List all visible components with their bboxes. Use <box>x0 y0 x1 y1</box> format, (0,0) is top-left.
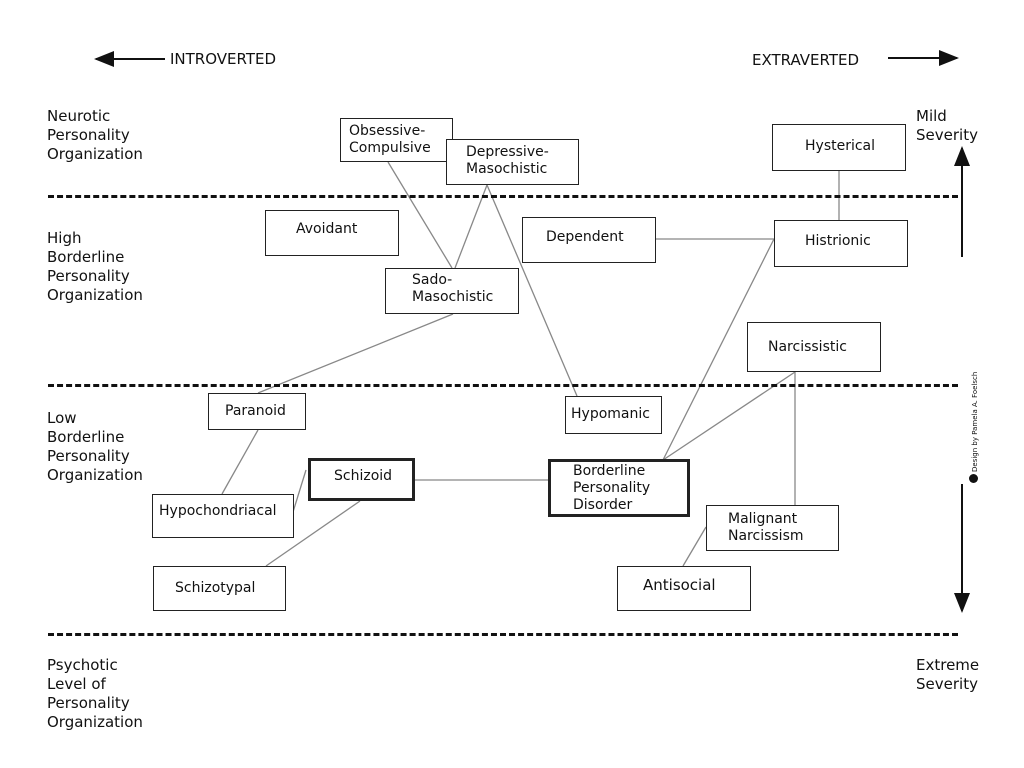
box-label: Depressive- Masochistic <box>466 144 549 177</box>
mild-severity-label: Mild Severity <box>916 107 978 144</box>
box-label: Hypochondriacal <box>159 503 277 519</box>
box-label: Schizotypal <box>175 580 256 596</box>
level-neurotic: Neurotic Personality Organization <box>47 107 143 163</box>
box-hypomanic: Hypomanic <box>565 396 662 434</box>
level-high-borderline: High Borderline Personality Organization <box>47 229 143 304</box>
box-label: Avoidant <box>296 221 358 237</box>
box-paranoid: Paranoid <box>208 393 306 430</box>
box-label: Obsessive- Compulsive <box>349 123 431 156</box>
level-psychotic: Psychotic Level of Personality Organizat… <box>47 656 143 731</box>
box-label: Narcissistic <box>768 339 847 355</box>
extraverted-label: EXTRAVERTED <box>752 51 860 69</box>
level-low-borderline: Low Borderline Personality Organization <box>47 409 143 484</box>
introverted-label: INTROVERTED <box>170 50 277 68</box>
box-hysterical: Hysterical <box>772 124 906 171</box>
box-obsessive-compulsive: Obsessive- Compulsive <box>340 118 453 162</box>
box-schizotypal: Schizotypal <box>153 566 286 611</box>
box-avoidant: Avoidant <box>265 210 399 256</box>
credit-logo-icon <box>969 474 978 483</box>
box-label: Histrionic <box>805 233 871 249</box>
box-label: Borderline Personality Disorder <box>573 463 651 513</box>
box-label: Sado- Masochistic <box>412 272 494 305</box>
design-credit: Design by Pamela A. Foelsch <box>971 371 979 472</box>
extreme-severity-label: Extreme Severity <box>916 656 980 693</box>
box-borderline-personality-disorder: Borderline Personality Disorder <box>548 459 690 517</box>
box-antisocial: Antisocial <box>617 566 751 611</box>
box-label: Hypomanic <box>571 406 650 422</box>
box-depressive-masochistic: Depressive- Masochistic <box>446 139 579 185</box>
box-schizoid: Schizoid <box>308 458 415 501</box>
box-narcissistic: Narcissistic <box>747 322 881 372</box>
box-label: Malignant Narcissism <box>728 511 804 544</box>
box-label: Antisocial <box>643 576 716 594</box>
separator-high-low <box>48 384 958 387</box>
box-malignant-narcissism: Malignant Narcissism <box>706 505 839 551</box>
box-label: Schizoid <box>334 468 393 484</box>
box-hypochondriacal: Hypochondriacal <box>152 494 294 538</box>
separator-low-psychotic <box>48 633 958 636</box>
box-label: Dependent <box>546 229 624 245</box>
box-label: Paranoid <box>225 403 286 419</box>
box-label: Hysterical <box>805 138 876 154</box>
separator-neurotic-high <box>48 195 958 198</box>
box-sado-masochistic: Sado- Masochistic <box>385 268 519 314</box>
box-dependent: Dependent <box>522 217 656 263</box>
box-histrionic: Histrionic <box>774 220 908 267</box>
